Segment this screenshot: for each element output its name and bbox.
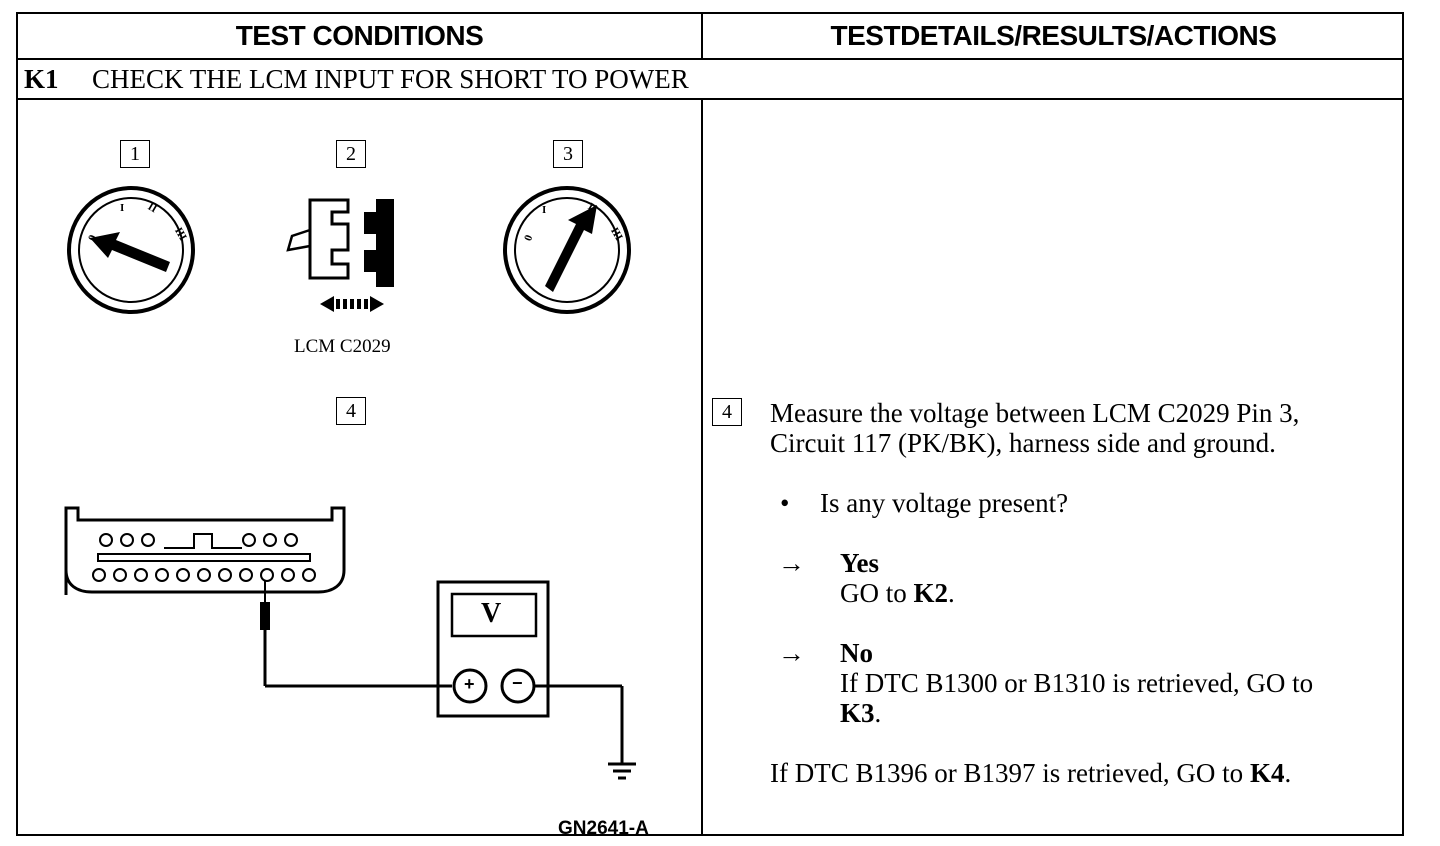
section-number: K1: [24, 63, 59, 94]
connector-disconnect-icon: [286, 198, 394, 312]
voltmeter-icon: [436, 580, 550, 718]
ignition-switch-off-icon: [67, 186, 195, 314]
yes-label: Yes: [840, 548, 879, 578]
no-action-line-1: If DTC B1300 or B1310 is retrieved, GO t…: [840, 668, 1314, 698]
instruction-line-1: Measure the voltage between LCM C2029 Pi…: [770, 398, 1300, 428]
yes-action: GO to K2.: [840, 578, 955, 608]
details-step-box: 4: [712, 398, 742, 426]
no-arrow: →: [778, 638, 805, 668]
bullet: •: [780, 488, 790, 518]
step-box-3: 3: [553, 140, 583, 168]
extra-target: K4: [1249, 758, 1285, 788]
meter-display-label: V: [481, 598, 502, 629]
step-box-2: 2: [336, 140, 366, 168]
section-divider: [18, 98, 1402, 100]
yes-action-target: K2: [913, 578, 949, 608]
meter-plus-label: +: [464, 674, 475, 694]
ignition-switch-run-icon: [503, 186, 631, 314]
yes-action-suffix: .: [948, 578, 955, 608]
header-test-details: TESTDETAILS/RESULTS/ACTIONS: [830, 20, 1277, 51]
column-divider-top: [701, 14, 703, 58]
meter-minus-label: −: [512, 673, 523, 693]
probe-wiring-icon: [260, 581, 636, 780]
header-test-conditions: TEST CONDITIONS: [235, 20, 484, 51]
extra-instruction: If DTC B1396 or B1397 is retrieved, GO t…: [770, 758, 1291, 788]
section-row: K1 CHECK THE LCM INPUT FOR SHORT TO POWE…: [24, 60, 689, 98]
no-action-line-2: K3.: [840, 698, 881, 728]
test-table: TEST CONDITIONS TESTDETAILS/RESULTS/ACTI…: [16, 12, 1404, 839]
connector-label: LCM C2029: [294, 336, 391, 357]
no-label: No: [840, 638, 873, 668]
ignition-3-label-1: I: [542, 204, 547, 216]
question: Is any voltage present?: [820, 488, 1069, 518]
step-box-1: 1: [120, 140, 150, 168]
step-box-4: 4: [336, 397, 366, 425]
section-title: CHECK THE LCM INPUT FOR SHORT TO POWER: [92, 63, 689, 94]
ignition-1-label-1: I: [120, 202, 125, 214]
instruction-line-2: Circuit 117 (PK/BK), harness side and gr…: [770, 428, 1276, 458]
harness-connector-face-icon: [64, 506, 346, 595]
yes-arrow: →: [778, 548, 805, 578]
header-divider: [18, 58, 1402, 60]
yes-action-prefix: GO to: [840, 578, 914, 608]
column-divider-body: [701, 100, 703, 836]
extra-suffix: .: [1284, 758, 1292, 788]
extra-prefix: If DTC B1396 or B1397 is retrieved, GO t…: [770, 758, 1250, 788]
no-action-suffix: .: [874, 698, 882, 728]
figure-id: GN2641-A: [558, 818, 649, 839]
test-conditions-diagram: 1 2 3 4: [18, 100, 701, 839]
diagram-graphics: [64, 186, 636, 780]
no-action-target: K3: [840, 698, 875, 728]
